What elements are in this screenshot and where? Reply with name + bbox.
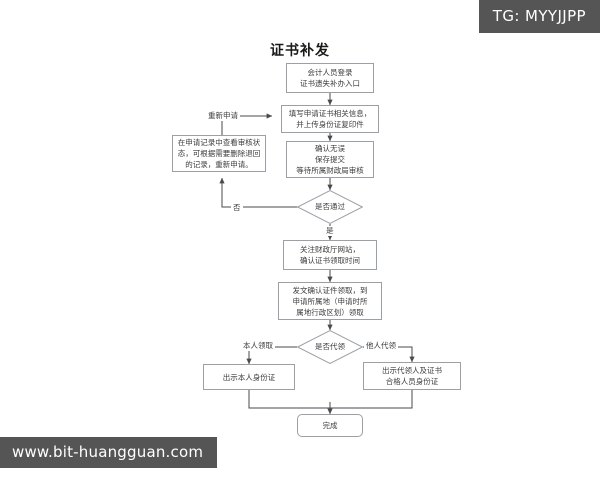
watermark: www.bit-huangguan.com [0,437,218,468]
node-finish[interactable]: 完成 [297,414,363,437]
decision-is-proxy[interactable]: 是否代领 [297,330,363,364]
node-fill-form[interactable]: 填写申请证书相关信息， 并上传身份证复印件 [281,105,379,133]
edge-label-proxy-pickup: 他人代领 [364,341,398,351]
node-self-id[interactable]: 出示本人身份证 [203,364,295,390]
decision-is-approved-label: 是否通过 [315,202,345,211]
node-check-record[interactable]: 在申请记录中查看审核状 态，可根据需要删除退回 的记录，重新申请。 [172,135,266,172]
diamond-shape [297,190,363,224]
page-title: 证书补发 [270,43,330,59]
edge-label-no: 否 [231,203,243,213]
node-login[interactable]: 会计人员登录 证书遗失补办入口 [286,63,374,93]
edge-label-self-pickup: 本人领取 [241,341,275,351]
diamond-shape [297,330,363,364]
node-follow-site[interactable]: 关注财政厅网站， 确认证书领取时间 [283,240,377,270]
edge-label-reapply: 重新申请 [206,111,240,121]
node-confirm-submit[interactable]: 确认无误 保存提交 等待所属财政局审核 [286,141,374,178]
decision-is-proxy-label: 是否代领 [315,342,345,351]
decision-is-approved[interactable]: 是否通过 [297,190,363,224]
tag-badge: TG: MYYJJPP [478,0,600,33]
edge-label-yes: 是 [324,226,336,236]
node-notice-collect[interactable]: 发文确认证件领取，到 申请所属地（申请时所 属地行政区划）领取 [278,282,382,320]
node-proxy-id[interactable]: 出示代领人及证书 合格人员身份证 [363,362,461,390]
